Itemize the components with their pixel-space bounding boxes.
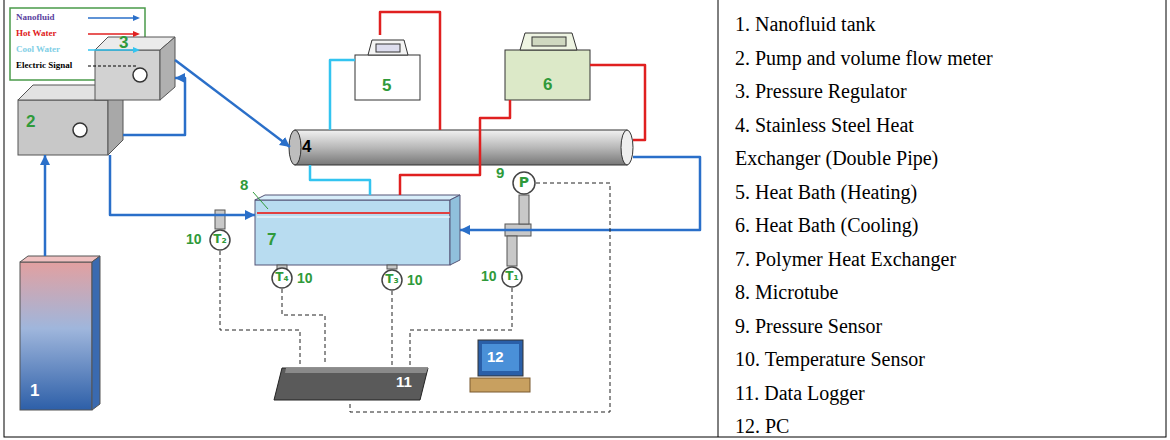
legend-arrowhead [133,31,140,37]
parts-list-item: 11. Data Logger [735,377,1160,411]
signal-wire [392,291,393,365]
pressure-sensor: P [512,171,536,195]
callout-number: 7 [267,231,276,250]
bath-node: 5 [355,35,420,100]
polymer-heat-exchanger [255,195,460,265]
sensor-symbol: T₃ [385,273,398,286]
parts-list-item: 4. Stainless Steel Heat Exchanger (Doubl… [735,109,980,176]
legend-sample [88,66,136,67]
pc-node: 12 [470,338,530,394]
parts-list-item: 12. PC [735,410,1160,440]
legend-sample [88,33,136,35]
sensor-outline [210,230,230,250]
flow-pipe [460,157,700,230]
callout-number: 5 [382,77,391,96]
double-pipe [289,130,633,165]
heating-bath [355,40,420,100]
nanofluid-tank [20,256,100,410]
exchanger-node: 7 [255,195,460,265]
data-logger [274,368,428,400]
parts-list-item: 10. Temperature Sensor [735,343,1160,377]
legend-text: Nanofluid [16,12,55,22]
sensor-symbol: T₂ [213,233,226,246]
parts-list-item: 6. Heat Bath (Cooling) [735,209,1160,243]
callout-number: 10 [407,272,423,288]
sensor-symbol: T₁ [505,270,518,283]
legend-sample [88,49,136,51]
parts-list-item: 3. Pressure Regulator [735,75,1160,109]
table-border [4,0,1166,437]
legend-arrowhead [133,47,140,53]
regulator-node: 3 [95,35,175,100]
flow-pipe [44,155,47,256]
parts-list-item: 5. Heat Bath (Heating) [735,176,1160,210]
sensor-outline [382,270,402,290]
flow-pipe [380,12,440,130]
callout-number: 8 [240,176,248,193]
temperature-sensor: T₄ [271,267,293,289]
flow-pipe [400,100,510,195]
sensor-outline [272,268,292,288]
flow-pipe [310,165,370,195]
tank-node: 1 [20,256,100,410]
callout-number: 3 [119,34,128,53]
callout-number: 2 [26,113,35,132]
bath-node: 6 [505,30,590,100]
cooling-bath [505,33,590,100]
legend-text: Hot Water [16,28,57,38]
legend-sample [88,17,136,19]
pc-icon [470,340,530,392]
callout-number: 11 [396,374,412,391]
parts-list-item: 7. Polymer Heat Exchanger [735,243,1160,277]
temperature-sensor: T₁ [501,266,523,288]
pipe-node: 4 [290,130,633,165]
callout-number: 10 [481,268,497,284]
temperature-sensor: T₃ [381,269,403,291]
callout-number: 9 [496,164,504,181]
parts-list-item: 8. Microtube [735,276,1160,310]
sensor-fittings [215,195,531,269]
flow-pipe [330,60,355,130]
parts-list-item: 2. Pump and volume flow meter [735,42,1160,76]
sensor-symbol: T₄ [275,271,288,284]
temperature-sensor: T₂ [209,229,231,251]
callout-number: 1 [30,382,39,401]
flow-pipe [123,78,185,135]
callout-number: 4 [302,138,311,157]
pump-node: 2 [18,85,123,155]
flow-pipe [175,60,290,147]
signal-wire [350,183,610,412]
callout-number: 10 [186,231,202,247]
leader-line [253,192,268,209]
parts-list-item: 9. Pressure Sensor [735,310,1160,344]
signal-wire [220,251,300,365]
callout-number: 6 [543,76,552,95]
legend-text: Electric Signal [16,60,72,70]
legend-text: Cool Water [16,44,60,54]
table-divider [718,0,719,437]
signal-wire [282,289,325,365]
sensor-outline [502,267,522,287]
sensor-outline [513,172,535,194]
callout-number: 10 [297,270,313,286]
parts-list-item: 1. Nanofluid tank [735,8,1160,42]
sensor-symbol: P [519,175,529,190]
logger-node: 11 [274,365,428,401]
legend-arrowhead [133,15,140,21]
callout-number: 12 [487,349,504,366]
flow-pipe [110,155,255,215]
regulator-box [95,37,175,100]
signal-wire [410,288,512,365]
flow-pipe [590,65,645,140]
